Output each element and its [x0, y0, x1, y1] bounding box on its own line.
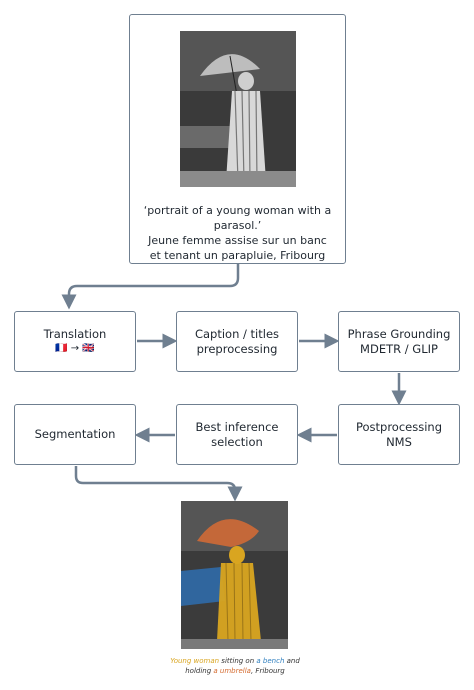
arrow-segmentation-to-output — [74, 466, 243, 502]
postprocessing-box: Postprocessing NMS — [338, 404, 460, 465]
segmentation-label: Segmentation — [34, 427, 116, 441]
phrase-grounding-line1: Phrase Grounding — [347, 326, 451, 341]
best-inference-line2: selection — [211, 434, 263, 449]
input-caption-line2: Jeune femme assise sur un banc — [148, 234, 327, 247]
caption-text-2: and — [284, 657, 300, 665]
caption-text-4: , Fribourg — [250, 667, 285, 675]
phrase-grounding-box: Phrase Grounding MDETR / GLIP — [338, 311, 460, 372]
output-caption: Young woman sitting on a bench and holdi… — [150, 656, 320, 676]
arrow-input-to-translation — [61, 264, 240, 310]
input-photo — [179, 31, 296, 187]
caption-preprocessing-box: Caption / titles preprocessing — [176, 311, 298, 372]
input-box: ‘portrait of a young woman with a paraso… — [129, 14, 346, 264]
postprocessing-line2: NMS — [386, 434, 412, 449]
best-inference-box: Best inference selection — [176, 404, 298, 465]
translation-label: Translation — [43, 327, 107, 341]
phrase-umbrella: a umbrella — [213, 667, 251, 675]
input-caption-line1: ‘portrait of a young woman with a paraso… — [143, 204, 332, 232]
phrase-young-woman: Young woman — [170, 657, 220, 665]
phrase-bench: a bench — [256, 657, 285, 665]
caption-preprocessing-line2: preprocessing — [196, 341, 278, 356]
postprocessing-line1: Postprocessing — [355, 419, 443, 434]
input-caption-line3: et tenant un parapluie, Fribourg — [149, 249, 326, 262]
translation-box: Translation 🇫🇷 → 🇬🇧 — [14, 311, 136, 372]
caption-text-1: sitting on — [219, 657, 257, 665]
phrase-grounding-line2: MDETR / GLIP — [360, 341, 438, 356]
caption-preprocessing-line1: Caption / titles — [194, 326, 280, 341]
segmentation-box: Segmentation — [14, 404, 136, 465]
caption-text-3: holding — [185, 667, 214, 675]
best-inference-line1: Best inference — [195, 419, 279, 434]
output-segmented-photo — [181, 501, 288, 649]
flags-fr-to-gb: 🇫🇷 → 🇬🇧 — [55, 343, 95, 354]
